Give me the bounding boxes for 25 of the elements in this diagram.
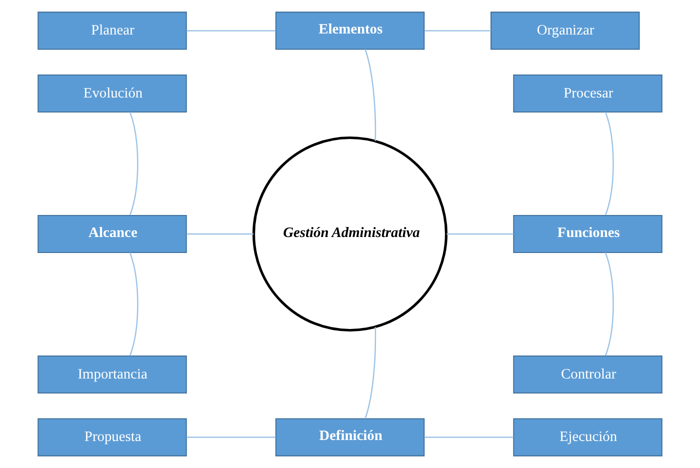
node-box: Alcance	[38, 214, 187, 254]
connector	[186, 233, 254, 235]
node-box: Elementos	[275, 12, 425, 50]
node-box: Planear	[38, 12, 187, 50]
node-box: Ejecución	[513, 418, 662, 456]
connector	[604, 252, 614, 356]
node-box: Funciones	[513, 214, 662, 254]
node-box: Controlar	[513, 355, 662, 394]
node-circle: Gestión Administrativa	[252, 136, 448, 332]
node-box: Definición	[275, 418, 425, 456]
connector	[129, 112, 138, 216]
connector	[446, 233, 514, 235]
node-box: Propuesta	[38, 418, 187, 456]
connector	[364, 327, 376, 419]
node-box: Procesar	[513, 74, 662, 113]
connector	[424, 30, 491, 32]
connector	[424, 436, 514, 438]
node-box: Organizar	[490, 12, 640, 50]
connector	[364, 49, 376, 141]
node-box: Importancia	[38, 355, 187, 394]
connector	[129, 252, 138, 356]
connector	[604, 112, 614, 216]
connector	[186, 436, 276, 438]
connector	[186, 30, 276, 32]
node-box: Evolución	[38, 74, 187, 113]
